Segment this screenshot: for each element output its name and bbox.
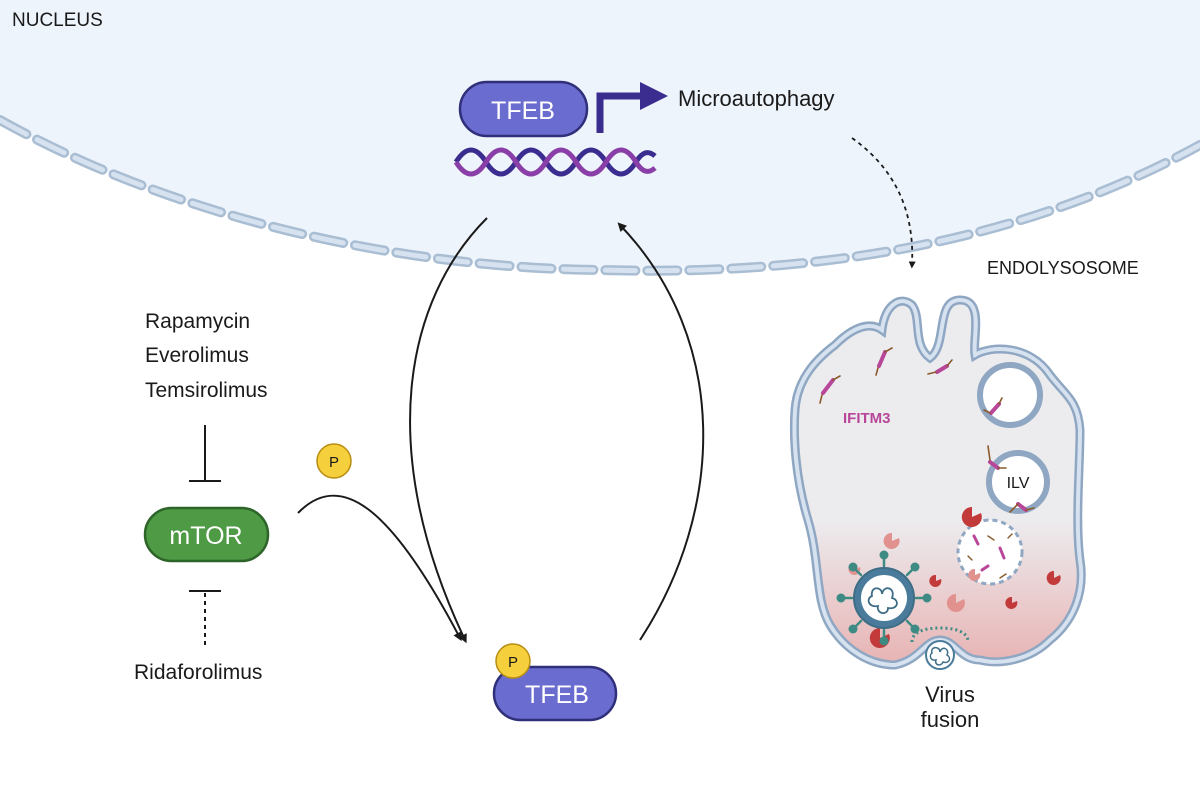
virus-fusion-label-line1: Virus — [925, 682, 975, 707]
mtor-phosphate-label: P — [329, 454, 339, 471]
mtor-node: mTOR — [143, 506, 270, 563]
dna-helix-icon — [453, 147, 657, 177]
drug-rapamycin: Rapamycin — [145, 310, 250, 333]
drug-temsirolimus: Temsirolimus — [145, 379, 268, 402]
nucleus-label: NUCLEUS — [12, 10, 103, 31]
endolysosome-label: ENDOLYSOSOME — [987, 258, 1139, 278]
microautophagy-label: Microautophagy — [678, 86, 835, 111]
ilv-label: ILV — [1007, 475, 1030, 492]
phosphorylation-arrow — [297, 494, 462, 642]
fusing-virus-icon — [910, 626, 970, 670]
lysosomal-protease-icons — [848, 506, 1061, 648]
virus-particle-icon — [836, 550, 932, 646]
mtor-label: mTOR — [169, 522, 242, 550]
drug-ridaforolimus: Ridaforolimus — [134, 661, 262, 684]
ifitm3-label: IFITM3 — [843, 410, 891, 427]
drug-everolimus: Everolimus — [145, 344, 249, 367]
inhibition-bar-top — [189, 425, 221, 482]
tfeb-phosphate-label: P — [508, 654, 518, 671]
nuclear-export-arc — [409, 217, 488, 644]
inhibition-bar-bottom — [189, 590, 221, 645]
nuclear-tfeb-label: TFEB — [491, 97, 555, 125]
virus-fusion-label-line2: fusion — [921, 707, 980, 732]
degradation-vesicle — [956, 518, 1024, 586]
nucleus-region — [0, 0, 1200, 276]
ifitm3-proteins — [819, 347, 1035, 513]
budding-vesicle — [977, 362, 1043, 428]
endolysosome: ILV IFITM3 — [789, 295, 1086, 670]
mtor-phosphate-icon: P — [316, 443, 352, 479]
transcription-arrow-icon — [596, 82, 668, 133]
cytoplasmic-tfeb-label: TFEB — [525, 681, 589, 709]
tfeb-phosphate-icon: P — [495, 643, 531, 679]
nuclear-tfeb: TFEB — [458, 80, 589, 138]
nuclear-import-arc — [617, 222, 705, 641]
cytoplasmic-tfeb: TFEB — [492, 665, 618, 722]
